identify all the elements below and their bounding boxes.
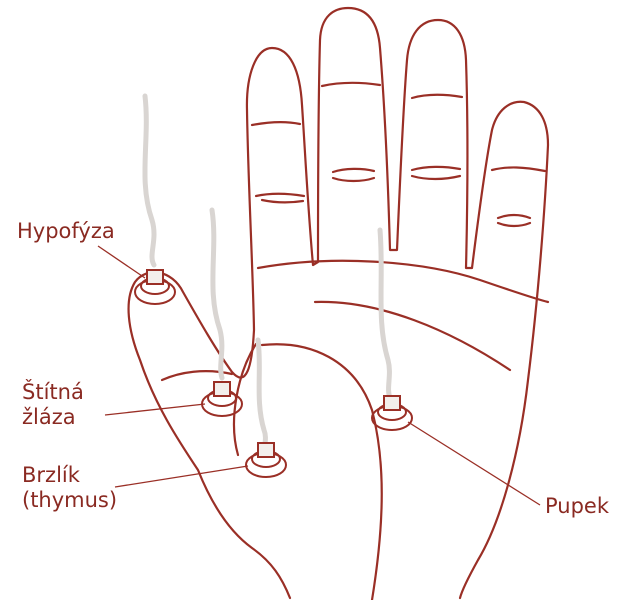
label-hypofyza-text: Hypofýza: [17, 219, 115, 244]
label-hypofyza: Hypofýza: [17, 219, 115, 244]
label-pupek-text: Pupek: [545, 494, 609, 519]
thumb-inner-line: [234, 344, 256, 455]
moxa-point-brzlik: [246, 443, 286, 477]
label-brzlik-line1: Brzlík: [22, 463, 117, 488]
smoke-wisp: [258, 340, 266, 455]
label-brzlik-line2: (thymus): [22, 488, 117, 513]
label-brzlik: Brzlík (thymus): [22, 463, 117, 513]
label-stitna-line2: žláza: [22, 405, 84, 430]
smoke-wisp: [212, 210, 222, 378]
smoke-wisp: [380, 230, 390, 398]
heart-line: [258, 261, 548, 302]
label-pupek: Pupek: [545, 494, 609, 519]
leader-line-brzlik: [115, 466, 248, 487]
leader-line-stitna: [105, 404, 205, 415]
label-stitna-zlaza: Štítná žláza: [22, 380, 84, 430]
moxa-point-stitna: [202, 382, 242, 416]
moxa-point-pupek: [372, 396, 412, 430]
smoke-wisp: [145, 96, 154, 265]
head-line: [315, 302, 510, 370]
label-stitna-line1: Štítná: [22, 380, 84, 405]
leader-line-hypofyza: [98, 246, 145, 278]
life-line: [262, 344, 382, 600]
